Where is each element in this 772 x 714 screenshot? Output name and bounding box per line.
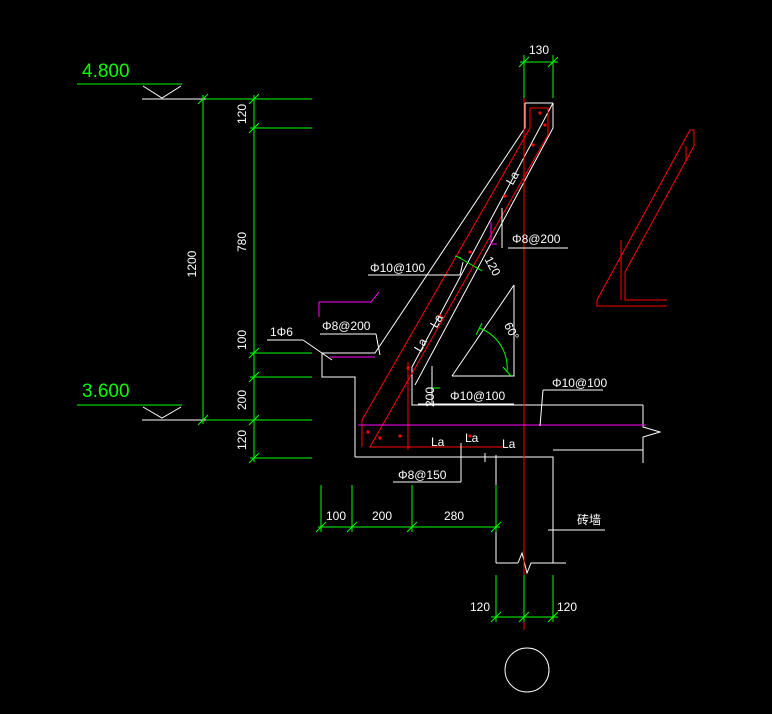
la-mid-right: La xyxy=(427,311,446,330)
label-phi8-200-right: Φ8@200 xyxy=(512,232,561,246)
axis-bubble xyxy=(504,647,550,693)
rebar-red xyxy=(361,98,695,630)
label-phi10-100-mid: Φ10@100 xyxy=(450,389,505,403)
rebar-magenta xyxy=(318,222,646,426)
la-top: La xyxy=(503,168,522,187)
label-phi10-100-slab: Φ10@100 xyxy=(370,261,425,275)
dim-total-1200: 1200 xyxy=(185,250,199,277)
la-bottom-2: La xyxy=(465,431,479,445)
mid-dimension: 200 xyxy=(423,387,440,407)
la-mid-left: La xyxy=(411,335,430,354)
dim-200: 200 xyxy=(235,390,249,410)
dim-130: 130 xyxy=(529,43,549,57)
label-1phi6: 1Φ6 xyxy=(270,325,293,339)
dim-120-right: 120 xyxy=(557,600,577,614)
label-brick-wall: 砖墙 xyxy=(577,512,601,527)
level-bottom-text: 3.600 xyxy=(82,381,130,402)
top-dimension: 130 xyxy=(518,43,559,98)
concrete-outline xyxy=(321,102,662,575)
level-mark-top: 4.800 xyxy=(77,61,206,100)
angle-triangle: 60° xyxy=(451,284,522,377)
dim-120-left: 120 xyxy=(470,600,490,614)
angle-label: 60° xyxy=(501,320,522,343)
level-mark-bottom: 3.600 xyxy=(77,381,206,421)
la-bottom-3: La xyxy=(502,437,516,451)
dim-bottom-200: 200 xyxy=(372,509,392,523)
label-phi8-150: Φ8@150 xyxy=(398,468,447,482)
left-dimensions: 1200 120 780 100 200 120 xyxy=(185,93,312,464)
leaders xyxy=(267,208,605,531)
anchorage-labels: La La La La La La xyxy=(411,168,522,451)
dim-100: 100 xyxy=(235,330,249,350)
bottom-dimensions: 100 200 280 120 120 xyxy=(315,485,577,623)
label-phi8-200-left: Φ8@200 xyxy=(322,319,371,333)
level-top-text: 4.800 xyxy=(82,61,130,82)
dim-200-mid: 200 xyxy=(423,387,437,407)
dim-bottom-280: 280 xyxy=(444,509,464,523)
dim-120-bottom: 120 xyxy=(235,430,249,450)
rebar-labels: Φ8@200 Φ10@100 1Φ6 Φ8@200 Φ10@100 Φ10@10… xyxy=(270,232,607,527)
dim-bottom-100: 100 xyxy=(326,509,346,523)
la-bottom-1: La xyxy=(431,435,445,449)
dim-780: 780 xyxy=(235,232,249,252)
label-phi10-100-right: Φ10@100 xyxy=(552,376,607,390)
dim-120-top: 120 xyxy=(235,104,249,124)
dim-120-slant: 120 xyxy=(482,254,504,279)
